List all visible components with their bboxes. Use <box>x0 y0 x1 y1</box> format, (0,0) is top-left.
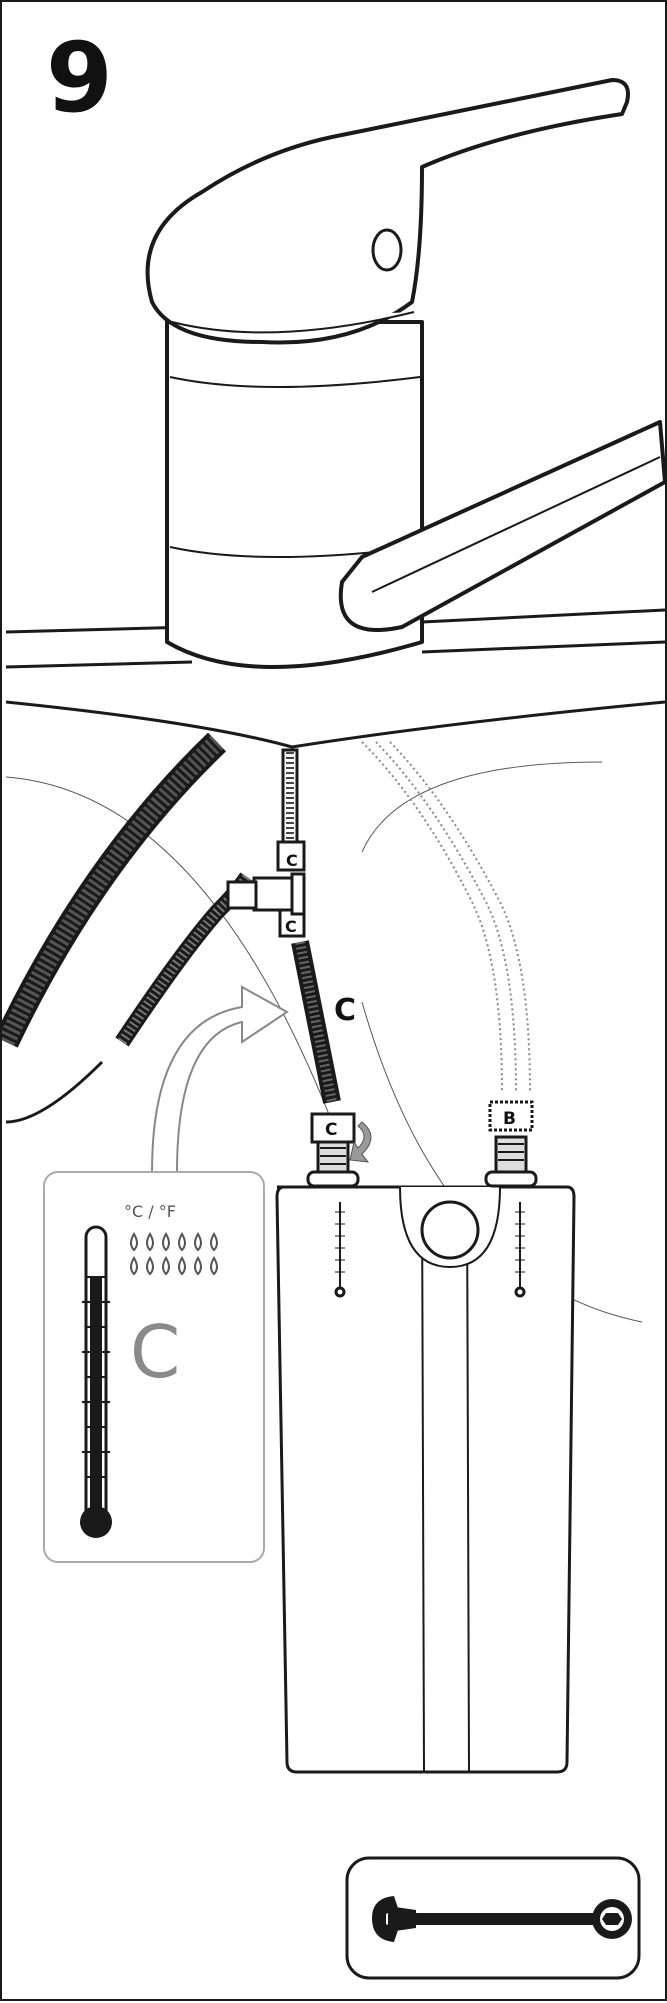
faucet <box>148 80 665 667</box>
water-heater <box>277 1187 574 1772</box>
thermometer-icon <box>80 1227 112 1538</box>
connector-label-b: B <box>503 1109 516 1129</box>
hose-edge <box>6 1062 102 1122</box>
temperature-setting-letter: C <box>130 1310 180 1394</box>
hose-b <box>362 742 530 1092</box>
connector-label-c-top: C <box>286 851 298 870</box>
temperature-panel: °C / °F <box>44 1172 264 1562</box>
hose-label-c: C <box>334 993 356 1028</box>
faucet-feed-hose <box>283 750 297 850</box>
connector-label-c-mid: C <box>285 917 297 936</box>
hose-c <box>300 942 332 1102</box>
temperature-unit-label: °C / °F <box>124 1202 176 1221</box>
connector-label-c-heater: C <box>325 1120 337 1140</box>
drain-hose <box>6 742 217 1042</box>
tool-box <box>347 1858 639 1978</box>
direction-arrow <box>152 987 287 1172</box>
